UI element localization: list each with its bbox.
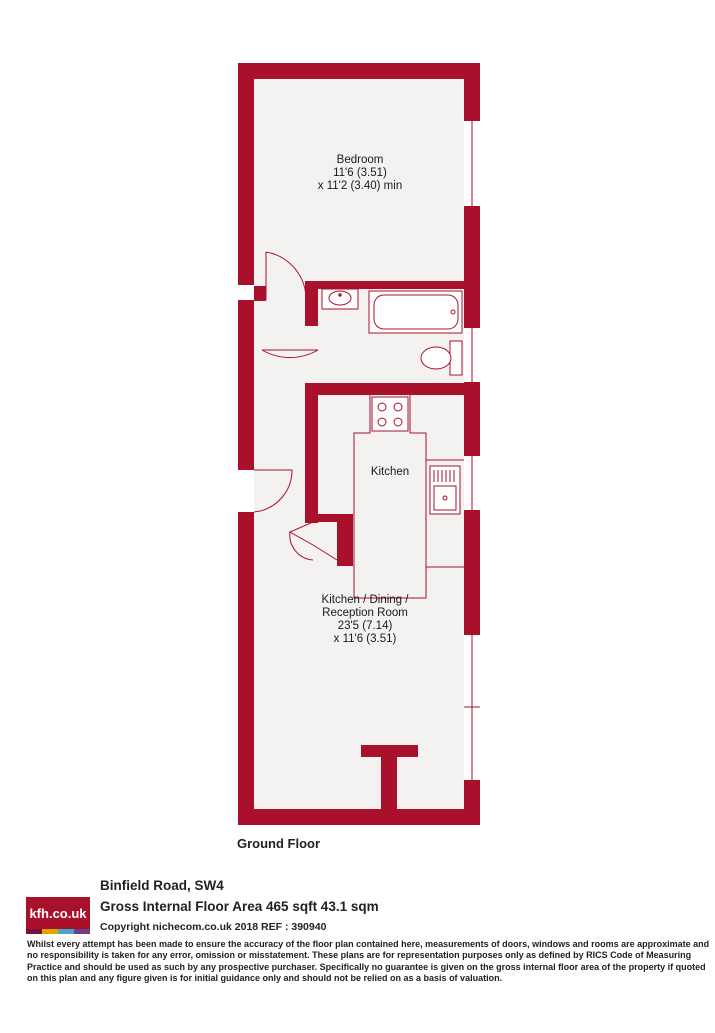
property-address: Binfield Road, SW4 [100, 878, 224, 893]
wall-t-stem [381, 745, 397, 815]
doors [253, 251, 338, 561]
wall-bathroom-bottom [305, 383, 465, 395]
room-label-reception: Kitchen / Dining / Reception Room 23'5 (… [300, 594, 430, 646]
reception-dim-1: 23'5 (7.14) [337, 620, 393, 632]
wall-bottom [238, 809, 480, 825]
kitchen-worktop [353, 395, 427, 599]
wall-cupboard-bottom [305, 514, 353, 522]
logo-stripe-1 [26, 929, 42, 934]
wall-bathroom-top [305, 281, 465, 289]
kitchen-fixtures [353, 395, 464, 599]
logo-stripe-2 [42, 929, 58, 934]
wall-hall-upper [305, 281, 318, 326]
disclaimer-text: Whilst every attempt has been made to en… [27, 939, 710, 983]
walls [238, 63, 480, 825]
reception-dim-2: x 11'6 (3.51) [333, 633, 397, 645]
wall-stub [254, 286, 266, 301]
wall-right-3 [464, 382, 480, 456]
kfh-logo: kfh.co.uk [26, 897, 90, 934]
floor-area-text: Gross Internal Floor Area 465 sqft 43.1 … [100, 899, 379, 914]
copyright-text: Copyright nichecom.co.uk 2018 REF : 3909… [100, 921, 327, 933]
logo-stripe-3 [58, 929, 74, 934]
wall-cupboard-side [337, 514, 353, 566]
reception-name-2: Reception Room [322, 607, 408, 619]
wall-left-bottom [238, 512, 254, 825]
bedroom-door [265, 251, 307, 301]
wall-hall-lower [305, 383, 318, 523]
room-label-bedroom: Bedroom 11'6 (3.51) x 11'2 (3.40) min [310, 154, 410, 193]
windows [464, 121, 480, 780]
logo-stripe-4 [74, 929, 90, 934]
cupboard-door [288, 521, 338, 561]
wall-right-1 [464, 63, 480, 121]
wall-right-5 [464, 780, 480, 825]
wall-right-2 [464, 206, 480, 328]
hob [371, 396, 409, 432]
wall-left-mid [238, 300, 254, 470]
floor-plan [238, 63, 480, 825]
bedroom-dim-1: 11'6 (3.51) [333, 167, 387, 179]
floor-label: Ground Floor [237, 836, 321, 851]
reception-name-1: Kitchen / Dining / [321, 594, 409, 606]
toilet-bowl [420, 346, 452, 370]
wall-top [238, 63, 480, 79]
toilet-cistern [449, 340, 463, 376]
room-label-kitchen: Kitchen [350, 466, 430, 479]
bathroom-door [261, 349, 319, 359]
wall-right-4 [464, 510, 480, 635]
bedroom-dim-2: x 11'2 (3.40) min [317, 180, 403, 192]
bedroom-name: Bedroom [336, 154, 384, 166]
entrance-door [253, 469, 293, 513]
basin [328, 290, 352, 306]
kitchen-name: Kitchen [370, 466, 410, 478]
wall-left-top [238, 63, 254, 285]
bathroom-fixtures [321, 288, 463, 376]
sink [429, 465, 461, 515]
logo-stripe [26, 929, 90, 934]
